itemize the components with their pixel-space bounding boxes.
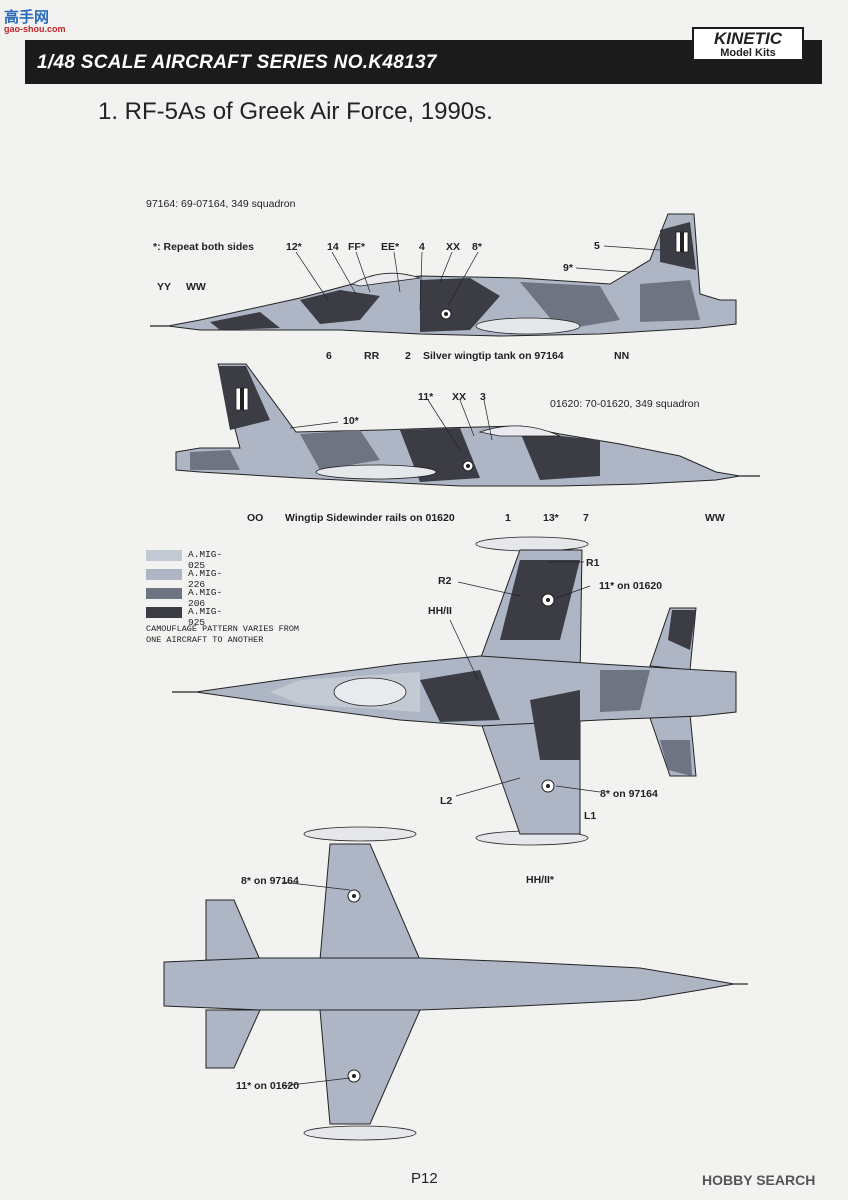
label-yy: YY bbox=[157, 281, 172, 293]
label-8-bottom: 8* on 97164 bbox=[241, 875, 299, 887]
camouflage-note: CAMOUFLAGE PATTERN VARIES FROM ONE AIRCR… bbox=[146, 624, 300, 645]
legend-label: A.MIG-226 bbox=[188, 568, 223, 590]
legend-swatch bbox=[146, 569, 182, 580]
label-xx-2: XX bbox=[452, 391, 467, 403]
watermark-logo: 高手网 bbox=[4, 9, 50, 26]
label-ff: FF* bbox=[348, 241, 365, 253]
label-9: 9* bbox=[563, 262, 573, 274]
label-rr: RR bbox=[364, 350, 380, 362]
legend-swatch bbox=[146, 588, 182, 599]
label-12: 12* bbox=[286, 241, 302, 253]
label-l1: L1 bbox=[584, 810, 597, 822]
legend-swatch bbox=[146, 550, 182, 561]
label-rails: Wingtip Sidewinder rails on 01620 bbox=[285, 512, 455, 524]
label-2: 2 bbox=[405, 350, 411, 362]
label-r1: R1 bbox=[586, 557, 600, 569]
leader-lines bbox=[281, 245, 661, 1087]
label-l2: L2 bbox=[440, 795, 453, 807]
page-number: P12 bbox=[411, 1170, 438, 1187]
label-3: 3 bbox=[480, 391, 486, 403]
aircraft-top-view bbox=[172, 536, 737, 846]
series-title: 1/48 SCALE AIRCRAFT SERIES NO.K48137 bbox=[37, 52, 437, 73]
legend-label: A.MIG-925 bbox=[188, 606, 223, 628]
label-r2: R2 bbox=[438, 575, 452, 587]
label-tank: Silver wingtip tank on 97164 bbox=[423, 350, 564, 362]
label-hhii-star: HH/II* bbox=[526, 874, 555, 886]
label-13: 13* bbox=[543, 512, 559, 524]
label-5: 5 bbox=[594, 240, 600, 252]
brand-sub: Model Kits bbox=[720, 47, 776, 59]
aircraft-01620-side-view bbox=[175, 363, 760, 487]
label-1: 1 bbox=[505, 512, 511, 524]
kinetic-logo: KINETIC Model Kits bbox=[692, 27, 804, 61]
label-7: 7 bbox=[583, 512, 589, 524]
caption-97164: 97164: 69-07164, 349 squadron bbox=[146, 198, 296, 210]
legend-swatch bbox=[146, 607, 182, 618]
label-xx: XX bbox=[446, 241, 461, 253]
aircraft-bottom-view bbox=[163, 826, 748, 1141]
caption-01620: 01620: 70-01620, 349 squadron bbox=[550, 398, 700, 410]
header-bar: 1/48 SCALE AIRCRAFT SERIES NO.K48137 bbox=[25, 40, 822, 84]
legend-label: A.MIG-025 bbox=[188, 549, 223, 571]
label-11-top: 11* on 01620 bbox=[599, 580, 663, 592]
label-6: 6 bbox=[326, 350, 332, 362]
label-ee: EE* bbox=[381, 241, 400, 253]
label-nn: NN bbox=[614, 350, 630, 362]
hobby-search-logo: HOBBY SEARCH bbox=[702, 1172, 816, 1188]
label-8-top: 8* on 97164 bbox=[600, 788, 658, 800]
label-hhii: HH/II bbox=[428, 605, 452, 617]
label-11: 11* bbox=[418, 391, 434, 403]
watermark-url: gao-shou.com bbox=[4, 24, 66, 34]
label-14: 14 bbox=[327, 241, 339, 253]
label-ww-1: WW bbox=[186, 281, 206, 293]
label-oo: OO bbox=[247, 512, 264, 524]
legend-label: A.MIG-206 bbox=[188, 587, 223, 609]
repeat-note: *: Repeat both sides bbox=[153, 241, 254, 253]
label-11-bottom: 11* on 01620 bbox=[236, 1080, 300, 1092]
label-10: 10* bbox=[343, 415, 359, 427]
page-heading: 1. RF-5As of Greek Air Force, 1990s. bbox=[98, 98, 493, 125]
label-ww-2: WW bbox=[705, 512, 725, 524]
label-4: 4 bbox=[419, 241, 425, 253]
aircraft-97164-side-view bbox=[150, 213, 737, 337]
label-8: 8* bbox=[472, 241, 482, 253]
brand-main: KINETIC bbox=[714, 29, 782, 48]
